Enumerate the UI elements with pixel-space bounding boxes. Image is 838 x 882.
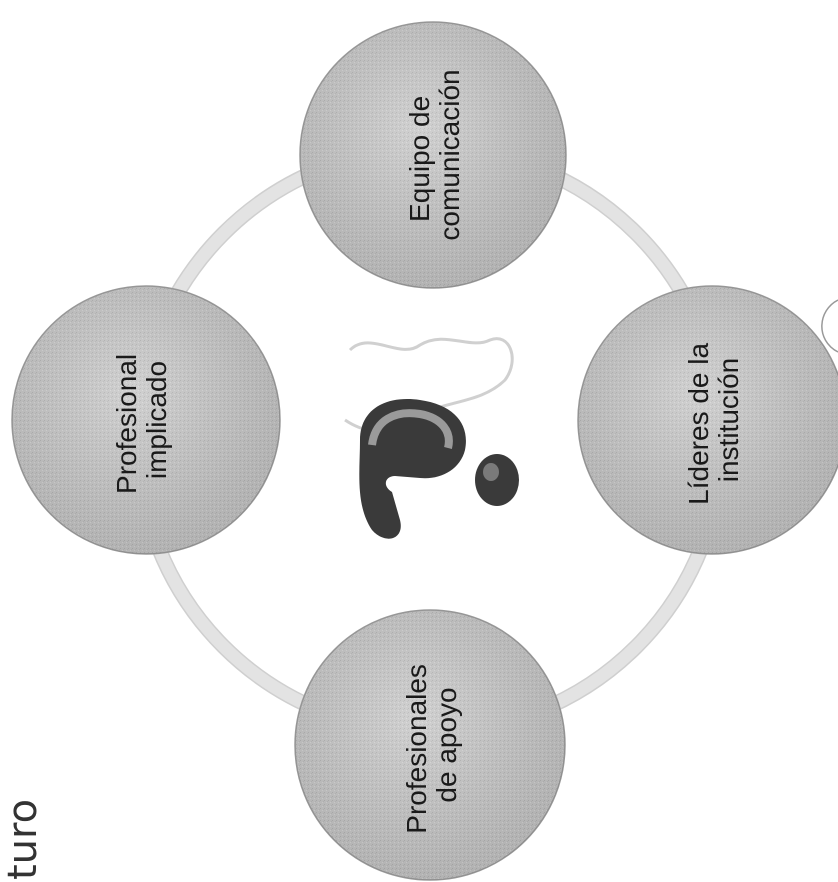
node-lideres-line-1: Líderes de la (683, 343, 714, 505)
partial-title-text: turo (0, 799, 46, 880)
node-apoyo-line-2: de apoyo (431, 687, 462, 802)
node-apoyo-line-1: Profesionales (401, 664, 432, 834)
question-mark-icon (344, 337, 519, 539)
node-profesionales-apoyo: Profesionales de apoyo (294, 609, 566, 881)
node-profesional-line-2: implicado (141, 361, 172, 479)
node-equipo-line-2: comunicación (434, 69, 465, 240)
edge-arc-fragment (821, 299, 838, 353)
node-lideres-institucion: Líderes de la institución (577, 285, 838, 555)
node-profesional-implicado: Profesional implicado (11, 285, 281, 555)
node-lideres-line-2: institución (713, 358, 744, 483)
node-equipo-line-1: Equipo de (404, 96, 435, 222)
svg-text:Profesional implicado: Profesional implicado (111, 346, 172, 494)
svg-text:Líderes de la instituc: Líderes de la institución (683, 335, 744, 505)
svg-text:Equipo de comunicación: Equipo de comunicación (404, 69, 465, 240)
svg-text:Profesionales de apoyo: Profesionales de apoyo (401, 656, 462, 833)
node-equipo-comunicacion: Equipo de comunicación (299, 21, 567, 289)
node-profesional-line-1: Profesional (111, 354, 142, 494)
